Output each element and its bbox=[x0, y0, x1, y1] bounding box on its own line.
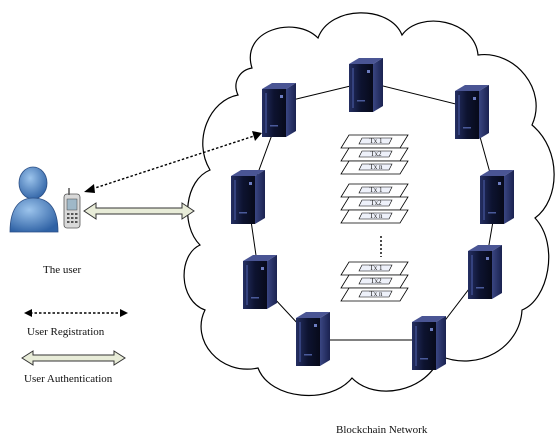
server-icon bbox=[480, 170, 514, 224]
legend-registration-label: User Registration bbox=[27, 326, 105, 338]
tx-label: Tx2 bbox=[370, 199, 382, 207]
network-label: Blockchain Network bbox=[336, 424, 428, 436]
legend-authentication-label: User Authentication bbox=[24, 373, 113, 385]
server-icon bbox=[262, 83, 296, 137]
mobile-phone-icon bbox=[63, 188, 81, 229]
server-icon bbox=[468, 245, 502, 299]
server-icon bbox=[231, 170, 265, 224]
tx-label: Tx n bbox=[369, 163, 383, 171]
block-2: Tx 1 Tx2 Tx n bbox=[340, 183, 409, 224]
tx-label: Tx2 bbox=[370, 150, 382, 158]
legend-registration-arrow bbox=[24, 309, 128, 317]
server-icon bbox=[349, 58, 383, 112]
tx-label: Tx n bbox=[369, 290, 383, 298]
registration-arrow bbox=[84, 131, 262, 193]
block-1: Tx 1 Tx2 Tx n bbox=[340, 134, 409, 175]
server-icon bbox=[412, 316, 446, 370]
tx-label: Tx n bbox=[369, 212, 383, 220]
legend-authentication-arrow bbox=[21, 350, 126, 366]
user-label: The user bbox=[43, 264, 82, 276]
network-links bbox=[247, 81, 498, 341]
tx-label: Tx 1 bbox=[369, 264, 383, 272]
block-3: Tx 1 Tx2 Tx n bbox=[340, 261, 409, 302]
tx-label: Tx 1 bbox=[369, 186, 383, 194]
server-icon bbox=[296, 312, 330, 366]
server-icon bbox=[455, 85, 489, 139]
authentication-arrow bbox=[83, 202, 195, 220]
server-icon bbox=[243, 255, 277, 309]
person-icon bbox=[9, 166, 59, 233]
tx-label: Tx2 bbox=[370, 277, 382, 285]
tx-label: Tx 1 bbox=[369, 137, 383, 145]
